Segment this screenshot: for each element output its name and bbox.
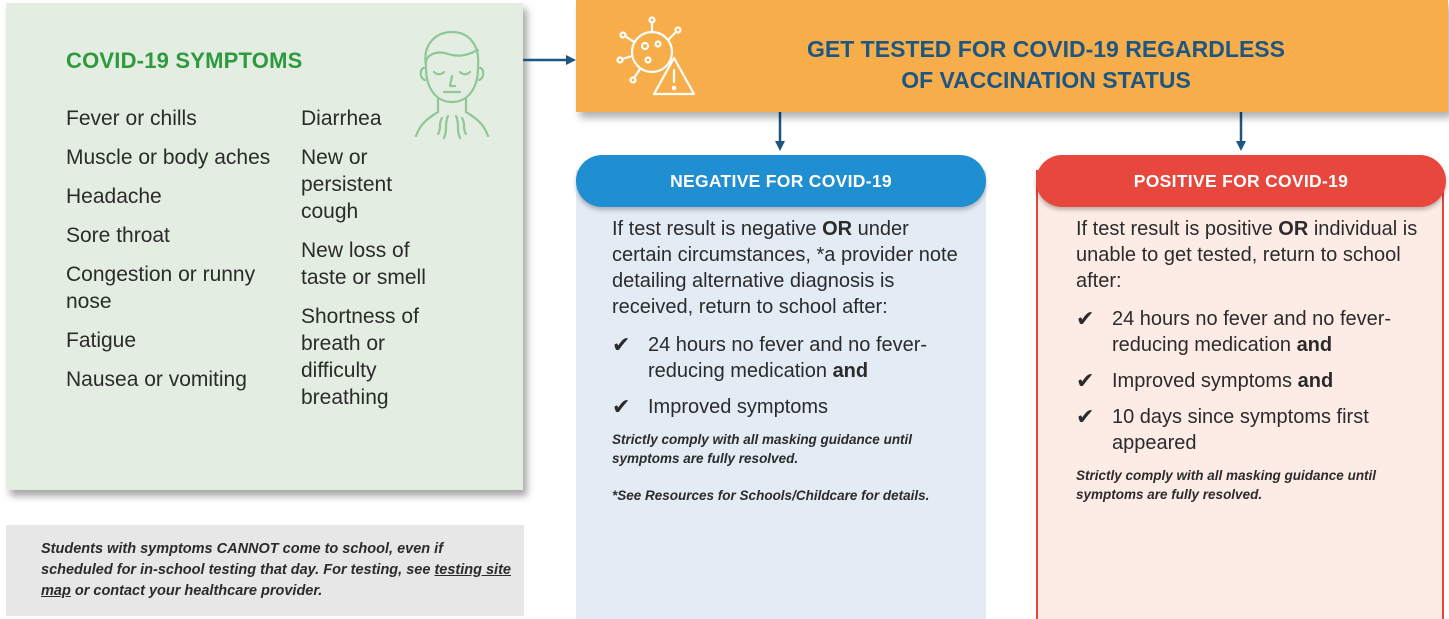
symptom-item: Congestion or runny nose: [66, 263, 256, 313]
symptom-item: Sore throat: [66, 224, 170, 247]
virus-warning-icon: [616, 16, 696, 96]
negative-header: NEGATIVE FOR COVID-19: [576, 155, 986, 207]
testing-note: Students with symptoms CANNOT come to sc…: [6, 525, 524, 616]
negative-body: If test result is negative OR under cert…: [612, 216, 962, 505]
symptom-item: Headache: [66, 185, 162, 208]
symptom-item: New loss of taste or smell: [301, 239, 426, 289]
positive-panel: [1036, 170, 1444, 619]
negative-intro: If test result is negative OR under cert…: [612, 218, 958, 318]
negative-check-2: ✔ Improved symptoms: [612, 394, 829, 419]
positive-check-2: ✔ Improved symptoms and: [1076, 368, 1334, 393]
positive-check-1: ✔ 24 hours no fever and no fever-reducin…: [1076, 306, 1392, 356]
check-icon: ✔: [1076, 306, 1095, 331]
sick-person-icon: [414, 30, 490, 140]
check-icon: ✔: [1076, 368, 1095, 393]
note-text-after: or contact your healthcare provider.: [70, 583, 323, 599]
positive-check-3: ✔ 10 days since symptoms first appeared: [1076, 404, 1369, 454]
symptoms-card: [6, 3, 523, 490]
symptom-item: Fatigue: [66, 329, 137, 352]
symptom-item: Nausea or vomiting: [66, 368, 247, 391]
testing-site-map-link[interactable]: testing site map: [41, 562, 511, 599]
positive-masking-guidance: Strictly comply with all masking guidanc…: [1076, 468, 1377, 502]
check-icon: ✔: [612, 332, 631, 357]
get-tested-banner: GET TESTED FOR COVID-19 REGARDLESS OF VA…: [576, 0, 1448, 112]
negative-check-1: ✔ 24 hours no fever and no fever-reducin…: [612, 332, 928, 382]
check-icon: ✔: [1076, 404, 1095, 429]
positive-body: If test result is positive OR individual…: [1076, 216, 1426, 504]
negative-footnote: *See Resources for Schools/Childcare for…: [612, 488, 930, 503]
symptoms-title: COVID-19 SYMPTOMS: [66, 48, 303, 73]
note-text: Students with symptoms CANNOT come to sc…: [41, 539, 511, 602]
symptom-item: Muscle or body aches: [66, 146, 271, 169]
symptom-item: Fever or chills: [66, 107, 197, 130]
positive-header: POSITIVE FOR COVID-19: [1036, 155, 1446, 207]
positive-intro: If test result is positive OR individual…: [1076, 218, 1418, 292]
negative-masking-guidance: Strictly comply with all masking guidanc…: [612, 432, 913, 466]
symptom-item: Shortness of breath or difficulty breath…: [301, 305, 419, 409]
negative-panel: [576, 170, 986, 619]
get-tested-title-line1: GET TESTED FOR COVID-19 REGARDLESS: [807, 36, 1285, 62]
get-tested-title-line2: OF VACCINATION STATUS: [901, 67, 1191, 93]
check-icon: ✔: [612, 394, 631, 419]
symptom-item: New or persistent cough: [301, 146, 393, 223]
note-text-before: Students with symptoms CANNOT come to sc…: [41, 541, 444, 578]
get-tested-title: GET TESTED FOR COVID-19 REGARDLESS OF VA…: [696, 34, 1396, 96]
symptom-item: Diarrhea: [301, 107, 382, 130]
